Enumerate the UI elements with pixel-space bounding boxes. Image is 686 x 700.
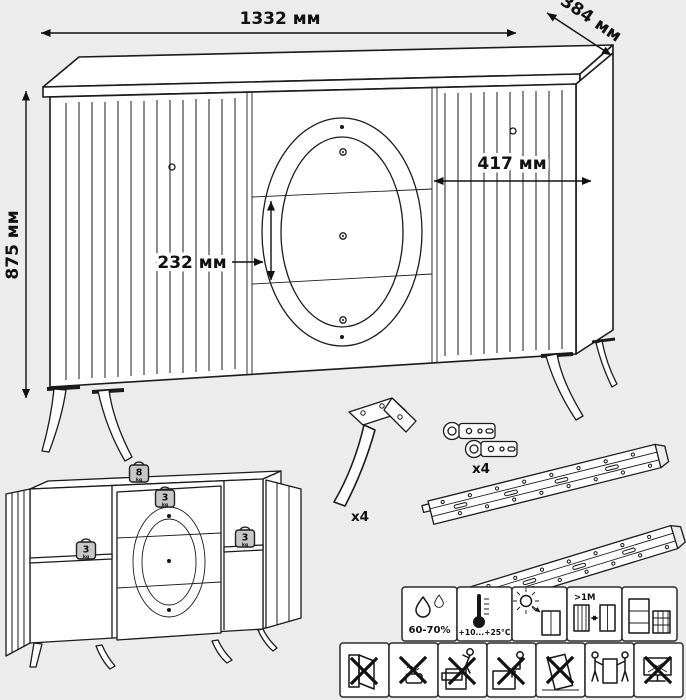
right-door-knob — [509, 127, 517, 135]
right-door-slats — [444, 90, 563, 356]
icon-heat-distance: >1M — [566, 586, 623, 642]
care-icons: 60-70% +10...+25°C >1M — [339, 586, 684, 698]
icon-humidity: 60-70% — [401, 586, 458, 642]
load-top-unit: kg — [136, 477, 142, 483]
drawer-slide-1 — [420, 441, 671, 527]
load-right-value: 3 — [242, 533, 249, 544]
leg-part: x4 — [333, 397, 417, 525]
dim-inner-width-label: 417 мм — [477, 154, 546, 174]
cabinet-right-side — [575, 52, 614, 355]
cabinet-legs — [41, 337, 618, 462]
load-badge-left: 3 kg — [75, 538, 97, 560]
icon-no-tilting — [535, 642, 586, 698]
icon-carry-two-people — [584, 642, 635, 698]
hinge-part: x4 — [442, 421, 518, 477]
load-left-unit: kg — [83, 554, 89, 560]
dim-depth-label: 384 мм — [557, 0, 626, 46]
left-door-knob — [168, 163, 176, 171]
icon-temperature: +10...+25°C — [456, 586, 513, 642]
load-right-unit: kg — [242, 542, 248, 548]
load-badge-center: 3 kg — [154, 486, 176, 508]
load-left-value: 3 — [83, 545, 90, 556]
hinge-1 — [442, 421, 496, 441]
dim-drawer-height-label: 232 мм — [157, 253, 226, 273]
leg-qty-label: x4 — [351, 509, 369, 525]
cabinet-body — [41, 44, 618, 462]
hinge-qty-label: x4 — [472, 461, 490, 477]
ring-screw-bottom — [340, 335, 344, 339]
main-view: 1332 мм 384 мм 875 мм 417 мм 232 мм — [3, 0, 626, 462]
heat-distance-value: >1M — [574, 593, 596, 603]
load-badge-right: 3 kg — [234, 526, 256, 548]
dim-depth-arrow — [546, 12, 612, 56]
icon-no-sitting-on-drawer — [486, 642, 537, 698]
open-view-legs — [29, 628, 278, 670]
dim-width-label: 1332 мм — [239, 9, 320, 29]
open-left-door-slats — [11, 490, 25, 653]
open-knob-2 — [167, 559, 171, 563]
humidity-value: 60-70% — [408, 625, 450, 636]
open-right-door — [265, 479, 302, 629]
oval-ring-outer — [261, 117, 423, 347]
temperature-value: +10...+25°C — [459, 628, 511, 637]
icon-no-abrasives — [388, 642, 439, 698]
drawer-knobs — [339, 148, 347, 324]
ring-screw-top — [340, 125, 344, 129]
open-right-door-slats — [276, 483, 290, 625]
open-drawer-divisions — [116, 532, 222, 589]
leg-screw-hole-2 — [379, 403, 385, 409]
load-center-value: 3 — [162, 493, 169, 504]
dim-height-label: 875 мм — [3, 210, 23, 279]
leg-screw-hole-1 — [360, 410, 366, 416]
icon-no-hanging-on-door — [339, 642, 390, 698]
left-door-slats — [65, 98, 236, 380]
open-knob-3 — [167, 608, 171, 612]
leg-tapered-body — [333, 424, 376, 507]
hinge-2 — [464, 439, 518, 459]
door-gap-lines — [246, 88, 438, 375]
open-knob-1 — [167, 514, 171, 518]
icon-no-direct-sunlight — [511, 586, 568, 642]
open-view: 8 kg 3 kg 3 kg 3 kg — [5, 461, 302, 670]
load-center-unit: kg — [162, 502, 168, 508]
drawer-division-lines — [251, 188, 433, 285]
icon-no-tv-on-top — [633, 642, 684, 698]
load-badge-top: 8 kg — [128, 461, 150, 483]
icon-ventilation — [621, 586, 678, 642]
leg-screw-hole-3 — [397, 414, 403, 420]
open-oval-inner — [141, 518, 197, 606]
icon-no-standing-on-drawer — [437, 642, 488, 698]
oval-ring-inner — [280, 136, 404, 328]
load-top-value: 8 — [136, 468, 143, 479]
